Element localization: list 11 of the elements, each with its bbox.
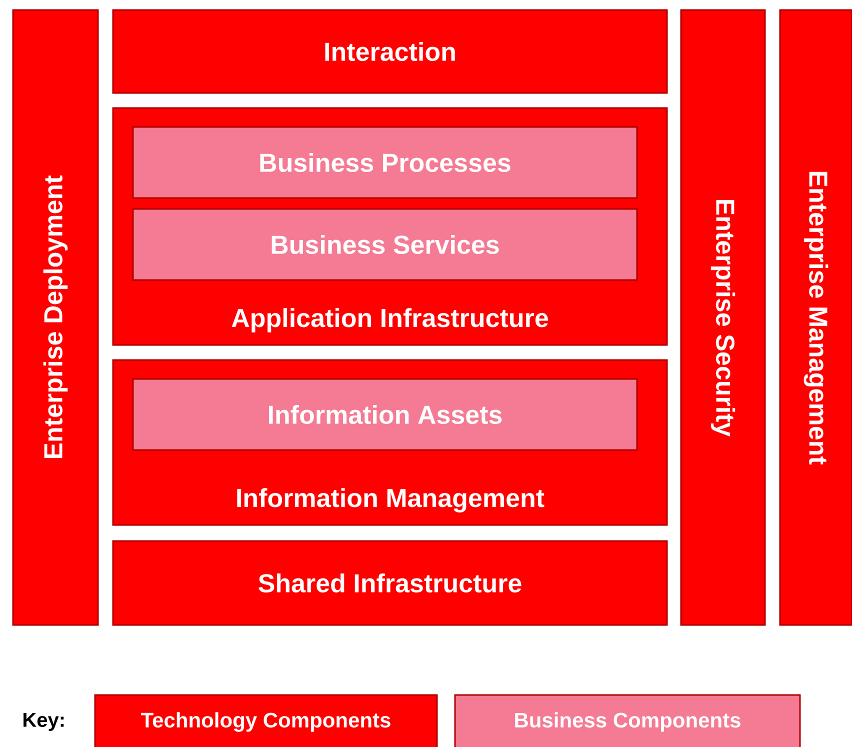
layer-box: Enterprise Management [779, 9, 852, 626]
component-box: Business Services [132, 208, 638, 281]
key-label: Key: [24, 713, 64, 731]
layer-box: Interaction [112, 9, 668, 94]
layer-box: Enterprise Deployment [12, 9, 99, 626]
component-box: Business Processes [132, 126, 638, 199]
legend-item: Technology Components [94, 694, 438, 747]
legend-item: Business Components [454, 694, 801, 747]
layer-box: Shared Infrastructure [112, 540, 668, 626]
component-box: Information Assets [132, 378, 638, 451]
layer-box: Enterprise Security [680, 9, 766, 626]
